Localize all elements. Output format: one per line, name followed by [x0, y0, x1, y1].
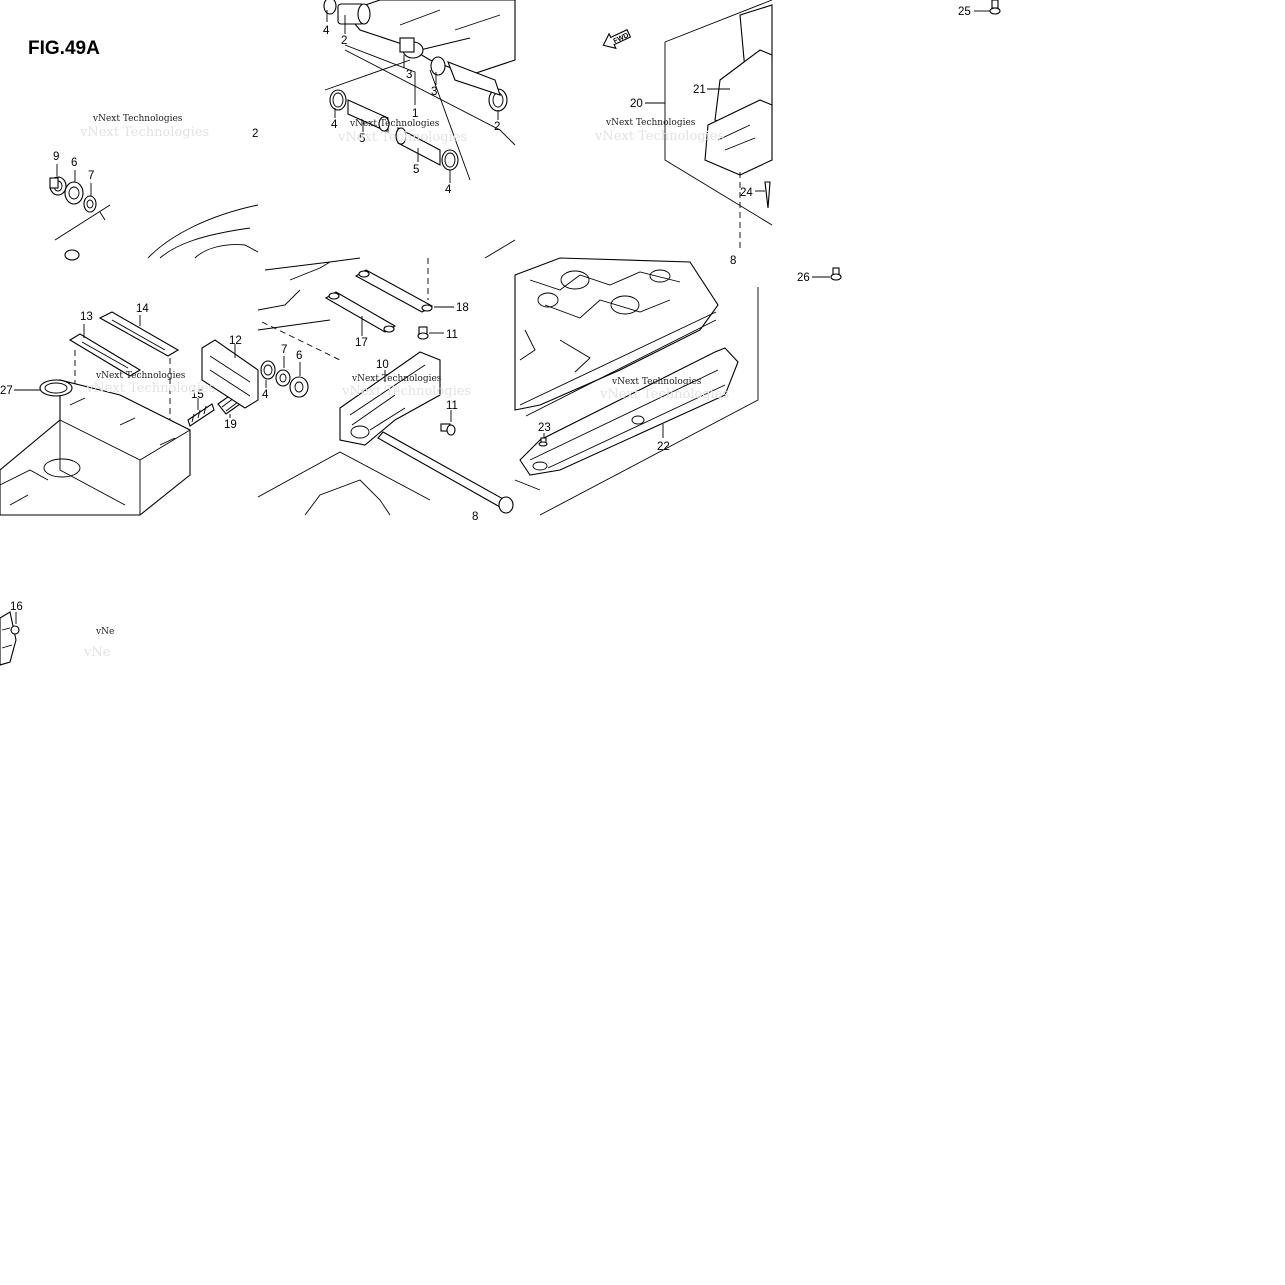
callout-3-a: 3: [406, 69, 412, 81]
watermark-ghost: vNext Technologies: [594, 129, 724, 144]
watermark-text: vNext Technologies: [351, 374, 442, 384]
callout-20: 20: [630, 98, 643, 110]
callout-14: 14: [136, 303, 149, 315]
pivot-pins: [329, 89, 459, 171]
callout-13: 13: [80, 311, 93, 323]
callout-16: 16: [10, 601, 23, 613]
callout-8-a: 8: [472, 511, 478, 523]
callout-4-b: 4: [331, 119, 338, 131]
callout-17: 17: [355, 337, 368, 349]
link-arms: [324, 269, 434, 333]
callout-3-b: 3: [431, 86, 437, 98]
callout-27: 27: [0, 385, 13, 397]
watermark-ghost-partial: vNe: [83, 645, 111, 660]
watermark-ghost: vNext Technologies: [85, 381, 215, 396]
watermark-ghost: vNext Technologies: [337, 130, 467, 145]
callout-5-b: 5: [413, 164, 419, 176]
callout-10: 10: [376, 359, 389, 371]
callout-7-b: 7: [281, 344, 287, 356]
slotted-plates: [68, 311, 180, 377]
callout-5-a: 5: [359, 133, 365, 145]
callout-26: 26: [797, 272, 810, 284]
watermark-text: vNext Technologies: [611, 377, 702, 387]
callout-24: 24: [740, 187, 753, 199]
watermark-text: vNext Technologies: [605, 118, 696, 128]
tile-lower-left: 16 vNe vNe: [0, 601, 114, 666]
callout-12: 12: [229, 335, 242, 347]
watermark-text: vNext Technologies: [95, 371, 186, 381]
collar-group: [49, 176, 97, 213]
callout-2-a: 2: [341, 35, 347, 47]
callout-1: 1: [412, 108, 418, 120]
watermark-ghost: vNext Technologies: [599, 387, 729, 402]
callout-21: 21: [693, 84, 706, 96]
watermark-ghost: vNext Technologies: [341, 384, 471, 399]
watermark-partial: vNe: [95, 627, 114, 637]
tile-middle-center: 18 17 11 7 6 4 10 11: [257, 239, 516, 523]
callout-4-c: 4: [445, 184, 452, 196]
upper-bushings: [323, 0, 508, 112]
callout-11-a: 11: [446, 329, 458, 341]
tile-top-right: FWD 20 21 24 8 vNext Technologies vNext …: [594, 0, 773, 267]
tile-middle-right: 23 22 vNext Technologies vNext Technolog…: [514, 257, 759, 516]
callout-7: 7: [88, 170, 94, 182]
callout-2-cut: 2: [252, 128, 258, 140]
callout-18: 18: [456, 302, 469, 314]
callout-4-a: 4: [323, 25, 330, 37]
callout-6-b: 6: [296, 350, 302, 362]
washer-set: [260, 360, 309, 398]
figure-title: FIG.49A: [28, 38, 100, 59]
callout-11-b: 11: [446, 400, 458, 412]
tile-top-middle: 4 2 3 3 1 2 4 5 5 4 vNext Technologies v…: [323, 0, 516, 196]
bolt-26-group: 26: [797, 267, 842, 284]
callout-15: 15: [191, 389, 204, 401]
fwd-arrow-icon: FWD: [602, 29, 632, 50]
callout-2-b: 2: [494, 121, 500, 133]
tile-top-left: 9 6 7 2 vNext Technologies vNext Technol…: [49, 114, 258, 261]
watermark-text: vNext Technologies: [92, 114, 183, 124]
callout-25: 25: [958, 6, 971, 18]
callout-6: 6: [71, 157, 77, 169]
watermark-ghost: vNext Technologies: [79, 125, 209, 140]
bolt-25-group: 25: [958, 0, 1001, 18]
callout-22: 22: [657, 441, 670, 453]
tile-middle-left: 27 13 14 15 19 12 vNext Technologies vNe…: [0, 303, 259, 516]
callout-23: 23: [538, 422, 551, 434]
svg-text:FWD: FWD: [613, 32, 630, 45]
callout-9: 9: [53, 151, 59, 163]
callout-19: 19: [224, 419, 237, 431]
callout-8-b: 8: [730, 255, 736, 267]
callout-4-d: 4: [262, 389, 269, 401]
watermark-text: vNext Technologies: [349, 119, 440, 129]
